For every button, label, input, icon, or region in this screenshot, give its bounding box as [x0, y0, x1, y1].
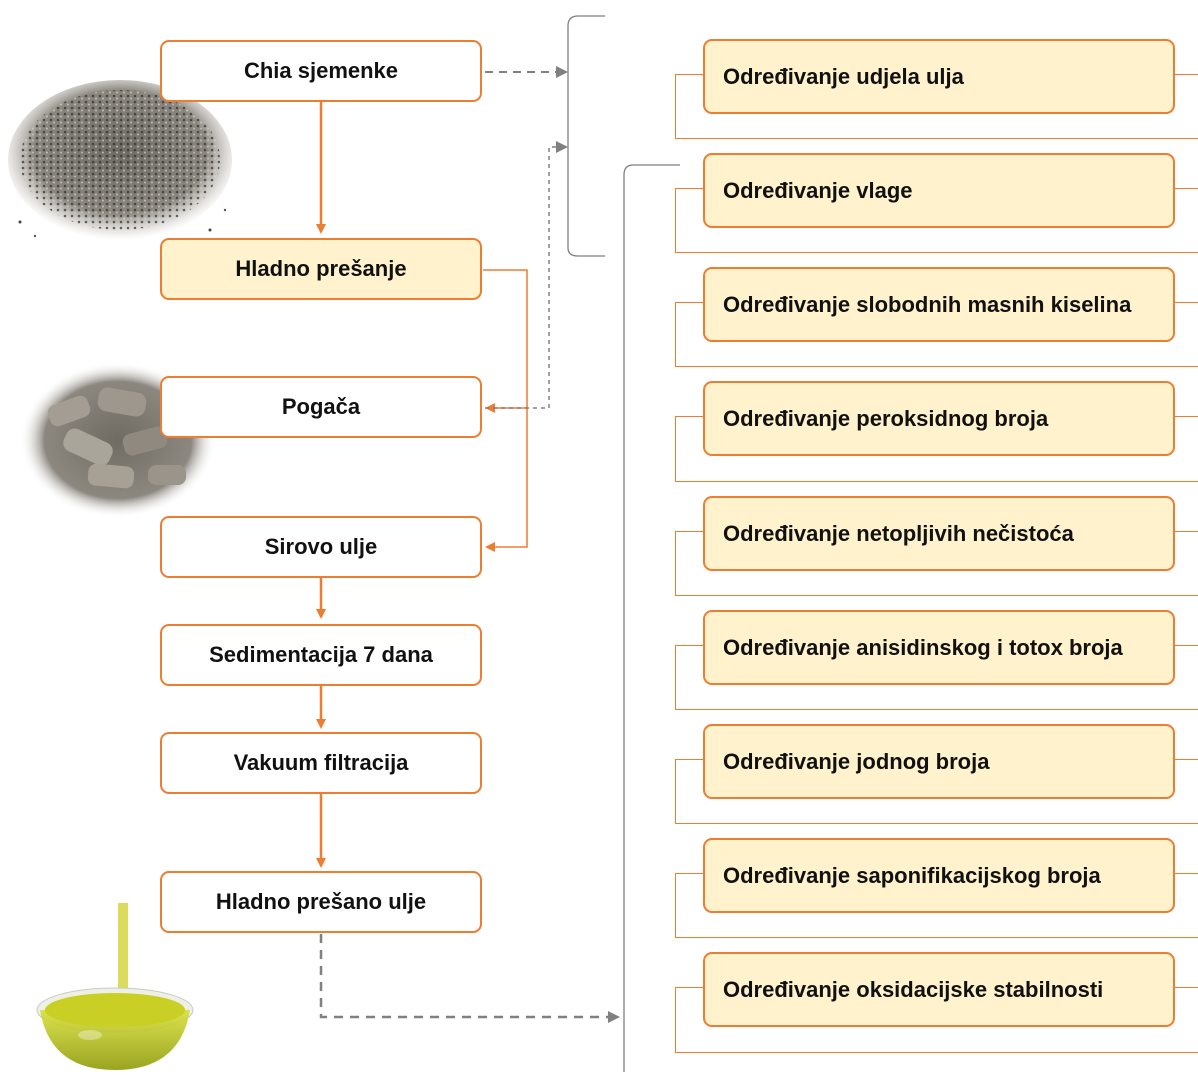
box-press-cake: Pogača	[160, 376, 482, 438]
box-crude-oil: Sirovo ulje	[160, 516, 482, 578]
analysis-iodine-value: Određivanje jodnog broja	[703, 724, 1175, 799]
analysis-label: Određivanje vlage	[723, 177, 913, 203]
analysis-label: Određivanje slobodnih masnih kiselina	[723, 291, 1132, 317]
label-cold-pressing: Hladno prešanje	[235, 256, 407, 281]
analysis-label: Određivanje saponifikacijskog broja	[723, 862, 1101, 888]
dashed-arrow-cake	[485, 141, 568, 409]
box-sedimentation: Sedimentacija 7 dana	[160, 624, 482, 686]
analysis-free-fatty-acids: Određivanje slobodnih masnih kiselina	[703, 267, 1175, 342]
analysis-peroxide-value: Određivanje peroksidnog broja	[703, 381, 1175, 456]
chia-seeds-photo	[8, 80, 232, 240]
analysis-label: Određivanje netopljivih nečistoća	[723, 520, 1074, 546]
label-cold-pressed-oil: Hladno prešano ulje	[215, 889, 427, 914]
analysis-label: Određivanje jodnog broja	[723, 748, 990, 774]
analysis-anisidine-totox: Određivanje anisidinskog i totox broja	[703, 610, 1175, 685]
label-vacuum-filtration: Vakuum filtracija	[233, 750, 409, 775]
label-sedimentation: Sedimentacija 7 dana	[209, 642, 433, 667]
analysis-label: Određivanje oksidacijske stabilnosti	[723, 976, 1104, 1002]
analysis-oil-content: Određivanje udjela ulja	[703, 39, 1175, 114]
box-chia-seeds: Chia sjemenke	[160, 40, 482, 102]
arrow-pressing-to-crude	[485, 408, 528, 552]
oil-bowl-photo	[36, 903, 194, 1070]
box-cold-pressed-oil: Hladno prešano ulje	[160, 871, 482, 933]
analysis-oxidative-stability: Određivanje oksidacijske stabilnosti	[703, 952, 1175, 1027]
analysis-bracket-main	[623, 164, 680, 1072]
box-cold-pressing: Hladno prešanje	[160, 238, 482, 300]
label-crude-oil: Sirovo ulje	[264, 534, 378, 559]
label-chia-seeds: Chia sjemenke	[243, 58, 399, 83]
analysis-label: Određivanje udjela ulja	[723, 63, 964, 89]
dashed-arrow-oil	[319, 934, 620, 1023]
analysis-saponification-value: Određivanje saponifikacijskog broja	[703, 838, 1175, 913]
analysis-label: Određivanje peroksidnog broja	[723, 405, 1049, 431]
analysis-bracket-top	[567, 15, 605, 257]
analysis-label: Određivanje anisidinskog i totox broja	[723, 634, 1123, 660]
arrow-pressing-to-cake	[483, 269, 528, 413]
label-press-cake: Pogača	[281, 394, 361, 419]
box-vacuum-filtration: Vakuum filtracija	[160, 732, 482, 794]
analysis-insoluble-impurities: Određivanje netopljivih nečistoća	[703, 496, 1175, 571]
analysis-moisture: Određivanje vlage	[703, 153, 1175, 228]
